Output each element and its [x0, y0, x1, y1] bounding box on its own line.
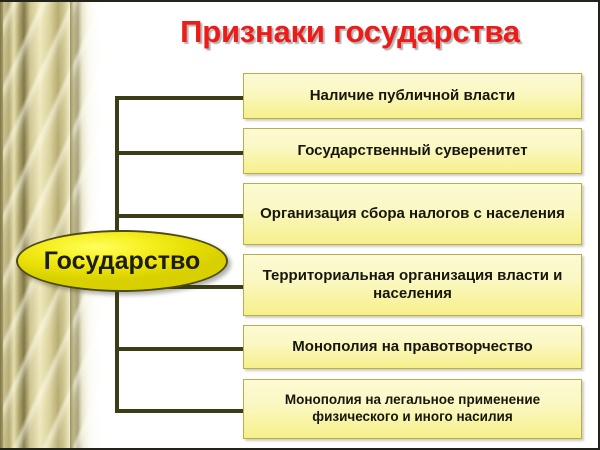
- feature-box-label: Государственный суверенитет: [297, 142, 527, 160]
- central-node-state[interactable]: Государство: [16, 230, 228, 292]
- feature-box-tax-collection[interactable]: Организация сбора налогов с населения: [243, 183, 582, 245]
- feature-box-force-monopoly[interactable]: Монополия на легальное применение физиче…: [243, 379, 582, 439]
- feature-box-territorial-organization[interactable]: Территориальная организация власти и нас…: [243, 254, 582, 316]
- feature-box-label: Территориальная организация власти и нас…: [252, 267, 573, 304]
- page-title: Признаки государства: [110, 14, 590, 50]
- connector-branch-public-authority: [115, 96, 243, 100]
- connector-branch-state-sovereignty: [115, 151, 243, 155]
- feature-box-lawmaking-monopoly[interactable]: Монополия на правотворчество: [243, 325, 582, 369]
- connector-branch-lawmaking-monopoly: [115, 347, 243, 351]
- feature-box-public-authority[interactable]: Наличие публичной власти: [243, 73, 582, 119]
- central-node-label: Государство: [44, 247, 201, 276]
- gold-column-graphic: [0, 2, 112, 450]
- connector-branch-force-monopoly: [115, 409, 243, 413]
- connector-branch-tax-collection: [115, 214, 243, 218]
- feature-box-label: Организация сбора налогов с населения: [260, 205, 565, 223]
- column-left-highlight: [0, 2, 3, 450]
- feature-box-label: Монополия на правотворчество: [292, 338, 532, 356]
- feature-box-state-sovereignty[interactable]: Государственный суверенитет: [243, 128, 582, 174]
- feature-box-label: Монополия на легальное применение физиче…: [252, 392, 573, 426]
- feature-box-label: Наличие публичной власти: [310, 87, 516, 105]
- column-right-shadow: [70, 2, 74, 450]
